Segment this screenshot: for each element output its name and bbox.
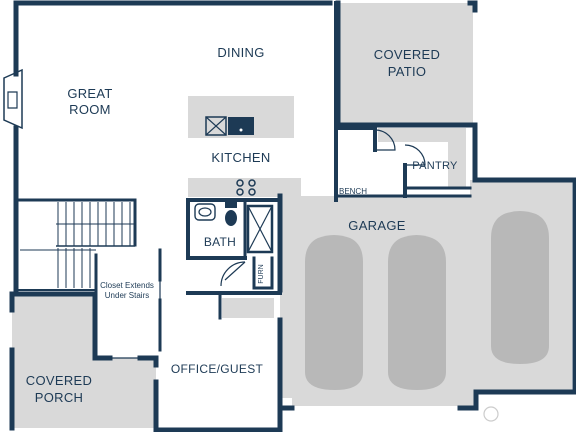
great-room-label-2: ROOM xyxy=(69,102,111,117)
kitchen-label: KITCHEN xyxy=(211,150,270,165)
fireplace-icon xyxy=(3,68,23,130)
office-guest-label: OFFICE/GUEST xyxy=(171,362,264,376)
staircase xyxy=(20,202,135,288)
furn-label: FURN xyxy=(258,264,265,283)
vanity-icon xyxy=(194,203,216,221)
bath-fixtures xyxy=(194,202,274,254)
dining-label: DINING xyxy=(217,45,264,60)
covered-porch-label: COVERED xyxy=(26,373,92,388)
kitchen-fixtures xyxy=(205,116,256,196)
shower-icon xyxy=(246,204,274,254)
car-left xyxy=(305,235,363,390)
walls xyxy=(9,0,576,432)
cooktop-icon xyxy=(236,179,256,196)
pantry-label: PANTRY xyxy=(412,160,458,172)
office-closet-shelf xyxy=(222,298,274,318)
dishwasher-icon xyxy=(205,116,227,136)
covered-patio-label-2: PATIO xyxy=(388,64,427,79)
covered-patio-label: COVERED xyxy=(374,47,440,62)
bath-label: BATH xyxy=(204,235,236,249)
shaded-areas xyxy=(12,3,572,428)
windows xyxy=(13,0,325,432)
pantry-shelf-side xyxy=(448,128,466,188)
room-labels: GREAT ROOM DINING COVERED PATIO KITCHEN … xyxy=(26,45,458,405)
kitchen-counter xyxy=(188,178,301,197)
covered-porch-floor xyxy=(12,294,156,428)
closet-label: Closet Extends xyxy=(100,281,154,290)
toilet-tank-icon xyxy=(225,202,237,208)
car-middle xyxy=(388,235,446,390)
covered-patio-floor xyxy=(340,3,473,123)
pantry-shelf-top xyxy=(378,128,466,142)
toilet-icon xyxy=(225,210,237,226)
garage-cars xyxy=(305,211,549,390)
closet-label-2: Under Stairs xyxy=(105,291,149,300)
car-right xyxy=(491,211,549,364)
covered-porch-label-2: PORCH xyxy=(35,390,83,405)
sink-icon xyxy=(228,117,254,135)
garage-label: GARAGE xyxy=(348,218,405,233)
door-swings xyxy=(110,129,426,359)
bench-label: BENCH xyxy=(339,187,367,196)
light-marker xyxy=(483,406,499,422)
great-room-label: GREAT xyxy=(67,86,112,101)
